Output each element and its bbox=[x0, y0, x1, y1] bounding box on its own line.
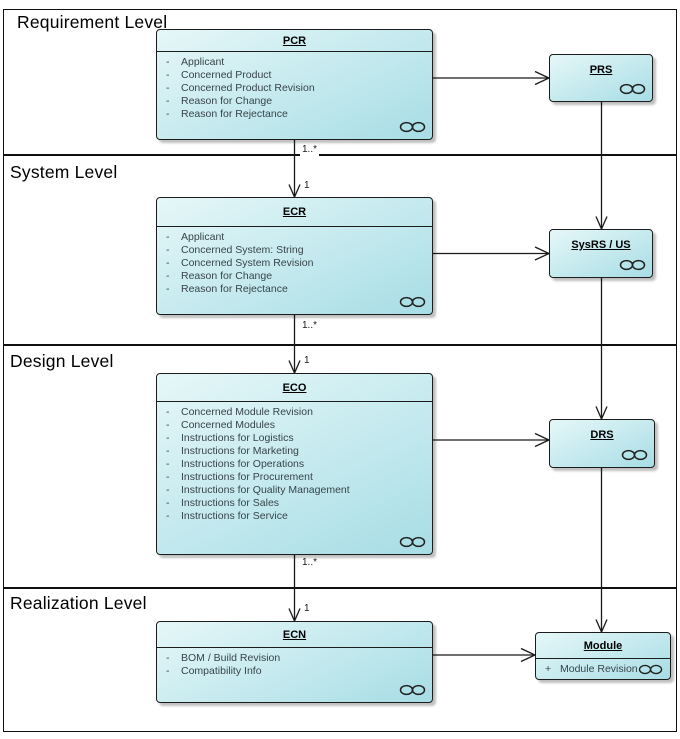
composite-icon bbox=[399, 296, 426, 308]
attribute-label: Concerned System: String bbox=[181, 244, 304, 256]
class-title: ECO bbox=[282, 381, 307, 394]
attribute-label: Applicant bbox=[181, 231, 225, 243]
composite-icon bbox=[619, 259, 646, 271]
connector-prs-sysrs bbox=[595, 102, 608, 231]
composite-icon bbox=[399, 684, 426, 696]
attribute-label: Concerned Modules bbox=[181, 419, 275, 431]
connector-eco-drs bbox=[433, 432, 551, 448]
attribute-label: Instructions for Sales bbox=[181, 497, 280, 509]
class-box-module[interactable]: Module +Module Revision bbox=[535, 632, 671, 680]
connector-pcr-prs bbox=[433, 70, 551, 86]
section-divider bbox=[3, 154, 677, 156]
attribute-row: -Instructions for Sales bbox=[166, 497, 280, 509]
attribute-label: Instructions for Procurement bbox=[181, 471, 313, 483]
attribute-row: -Instructions for Quality Management bbox=[166, 484, 350, 496]
attribute-label: Instructions for Logistics bbox=[181, 432, 294, 444]
diagram-frame bbox=[3, 9, 677, 732]
attribute-label: Applicant bbox=[181, 56, 225, 68]
class-title: ECR bbox=[282, 206, 307, 218]
connector-ecn-module bbox=[433, 647, 537, 663]
attribute-row: -Reason for Change bbox=[166, 95, 273, 107]
multiplicity-eco-ecn-source: 1..* bbox=[300, 557, 320, 569]
attribute-label: Concerned Product Revision bbox=[181, 82, 315, 94]
connector-pcr-ecr bbox=[288, 140, 301, 199]
attribute-row: -Instructions for Operations bbox=[166, 458, 305, 470]
attribute-label: Concerned Product bbox=[181, 69, 272, 81]
composite-icon bbox=[638, 664, 663, 675]
connector-ecr-eco bbox=[288, 315, 301, 375]
attribute-label: Compatibility Info bbox=[181, 665, 262, 677]
attribute-label: Instructions for Marketing bbox=[181, 445, 299, 457]
attribute-row: -BOM / Build Revision bbox=[166, 652, 281, 664]
attribute-row: +Module Revision bbox=[545, 663, 638, 675]
attribute-row: -Instructions for Marketing bbox=[166, 445, 299, 457]
class-title: ECN bbox=[282, 628, 307, 641]
connector-ecr-sysrs bbox=[433, 246, 551, 261]
attribute-row: -Concerned System: String bbox=[166, 244, 304, 256]
section-label-requirement: Requirement Level bbox=[17, 12, 168, 32]
attribute-row: -Compatibility Info bbox=[166, 665, 262, 677]
section-label-design: Design Level bbox=[10, 351, 114, 371]
multiplicity-ecr-eco-target: 1 bbox=[302, 355, 312, 367]
composite-icon bbox=[621, 449, 648, 461]
attribute-label: Reason for Change bbox=[181, 95, 273, 107]
class-title: DRS bbox=[590, 429, 614, 441]
class-box-drs[interactable]: DRS bbox=[549, 419, 655, 468]
attribute-row: -Concerned System Revision bbox=[166, 257, 314, 269]
class-title: SysRS / US bbox=[571, 239, 631, 251]
attribute-row: -Reason for Rejectance bbox=[166, 283, 288, 295]
class-title: Module bbox=[583, 639, 623, 652]
attribute-label: Reason for Rejectance bbox=[181, 283, 288, 295]
section-label-system: System Level bbox=[10, 162, 118, 182]
class-title: PRS bbox=[589, 64, 613, 76]
attribute-label: Reason for Change bbox=[181, 270, 273, 282]
multiplicity-pcr-ecr-target: 1 bbox=[302, 180, 312, 192]
attribute-label: Concerned System Revision bbox=[181, 257, 314, 269]
connector-eco-ecn bbox=[288, 555, 301, 623]
attribute-label: BOM / Build Revision bbox=[181, 652, 281, 664]
attribute-row: -Concerned Modules bbox=[166, 419, 275, 431]
composite-icon bbox=[399, 536, 426, 548]
attribute-row: -Concerned Product bbox=[166, 69, 272, 81]
attribute-row: -Applicant bbox=[166, 231, 225, 243]
composite-icon bbox=[399, 121, 426, 133]
attribute-label: Instructions for Quality Management bbox=[181, 484, 350, 496]
attribute-row: -Instructions for Procurement bbox=[166, 471, 313, 483]
composite-icon bbox=[619, 83, 646, 95]
multiplicity-ecr-eco-source: 1..* bbox=[300, 320, 320, 332]
attribute-label: Instructions for Operations bbox=[181, 458, 305, 470]
attribute-row: -Applicant bbox=[166, 56, 225, 68]
attribute-label: Reason for Rejectance bbox=[181, 108, 288, 120]
section-label-realization: Realization Level bbox=[10, 593, 147, 613]
connector-drs-module bbox=[595, 468, 608, 634]
attribute-row: -Reason for Rejectance bbox=[166, 108, 288, 120]
attribute-row: -Reason for Change bbox=[166, 270, 273, 282]
section-divider bbox=[3, 344, 677, 346]
attribute-row: -Instructions for Service bbox=[166, 510, 288, 522]
attribute-row: -Concerned Product Revision bbox=[166, 82, 315, 94]
attribute-row: -Instructions for Logistics bbox=[166, 432, 294, 444]
class-box-eco[interactable]: ECO -Concerned Module Revision -Concerne… bbox=[156, 373, 433, 555]
class-title: PCR bbox=[282, 34, 307, 47]
attribute-label: Instructions for Service bbox=[181, 510, 288, 522]
class-box-ecr[interactable]: ECR -Applicant -Concerned System: String… bbox=[156, 197, 433, 315]
multiplicity-eco-ecn-target: 1 bbox=[302, 603, 312, 615]
class-box-sysrs-us[interactable]: SysRS / US bbox=[549, 229, 653, 278]
class-box-prs[interactable]: PRS bbox=[549, 54, 653, 102]
section-divider bbox=[3, 587, 677, 589]
attribute-label: Concerned Module Revision bbox=[181, 406, 313, 418]
class-box-ecn[interactable]: ECN -BOM / Build Revision -Compatibility… bbox=[156, 621, 433, 703]
class-box-pcr[interactable]: PCR -Applicant -Concerned Product -Conce… bbox=[156, 29, 433, 140]
multiplicity-pcr-ecr-source: 1..* bbox=[300, 144, 320, 156]
attribute-label: Module Revision bbox=[560, 663, 638, 675]
connector-sysrs-drs bbox=[595, 278, 608, 421]
attribute-row: -Concerned Module Revision bbox=[166, 406, 313, 418]
